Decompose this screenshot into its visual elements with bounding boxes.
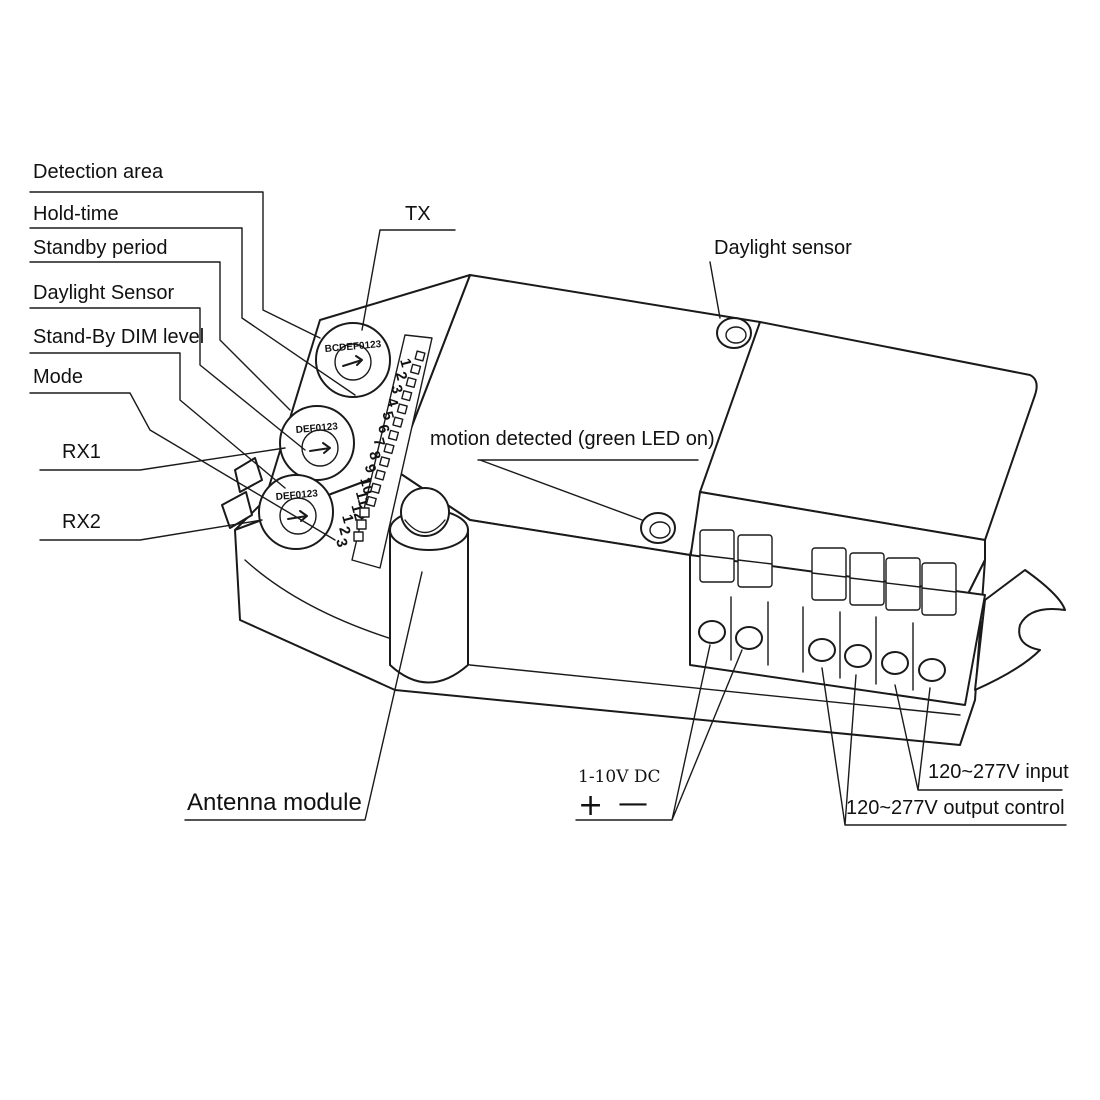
dip-switch-slot — [370, 482, 382, 494]
dip-switch-slot — [396, 403, 408, 415]
dip-switch-slot — [405, 376, 417, 389]
dip-lower-slot — [359, 507, 370, 518]
label-mode: Mode — [33, 366, 83, 388]
label-rx1: RX1 — [62, 441, 101, 463]
motion-led — [640, 512, 676, 544]
dial-standby: DEF0123 — [279, 405, 355, 481]
leader-lines — [29, 191, 1067, 826]
label-daylight-sensor: Daylight sensor — [714, 237, 852, 259]
dip-lower-slot — [353, 531, 364, 542]
dial-3-digits: DEF0123 — [275, 488, 318, 503]
label-output-control: 120~277V output control — [846, 797, 1065, 819]
dip-switch-slot — [378, 456, 391, 468]
label-hold-time: Hold-time — [33, 203, 119, 225]
label-standby-dim-level: Stand-By DIM level — [33, 326, 204, 348]
label-dc-minus: — — [618, 786, 648, 821]
antenna-module — [389, 487, 469, 684]
label-antenna-module: Antenna module — [187, 789, 362, 816]
dip-lower-slot — [356, 519, 367, 530]
labels: Detection area Hold-time Standby period … — [33, 161, 1069, 823]
dip-switch-slot — [374, 469, 386, 481]
terminal-block — [689, 529, 986, 706]
dip-switch-slot — [383, 442, 395, 455]
label-1-10v-dc: 1-10V DC — [578, 767, 661, 787]
label-detection-area: Detection area — [33, 161, 164, 183]
dip-switch-slot — [387, 429, 400, 441]
dip-switch-slot — [401, 390, 413, 402]
dial-1-digits: BCDEF0123 — [324, 339, 382, 355]
label-daylight-sensor-dial: Daylight Sensor — [33, 282, 175, 304]
terminal-holes — [698, 620, 946, 682]
dip-switch-slot — [414, 350, 426, 362]
label-dc-plus: + — [578, 788, 603, 823]
dip-switch-slot — [392, 416, 404, 428]
label-input: 120~277V input — [928, 761, 1069, 783]
terminal-levers — [699, 529, 957, 616]
dial-detection-area: BCDEF0123 — [315, 322, 391, 398]
dip-switch-slot — [409, 363, 422, 375]
label-tx: TX — [405, 203, 431, 225]
label-standby-period: Standby period — [33, 237, 168, 259]
label-rx2: RX2 — [62, 511, 101, 533]
dip-switch-slot — [365, 495, 377, 508]
dial-mode: DEF0123 — [258, 474, 334, 550]
daylight-sensor-window — [716, 317, 752, 349]
dial-2-digits: DEF0123 — [295, 421, 338, 436]
label-motion-detected: motion detected (green LED on) — [430, 428, 715, 450]
